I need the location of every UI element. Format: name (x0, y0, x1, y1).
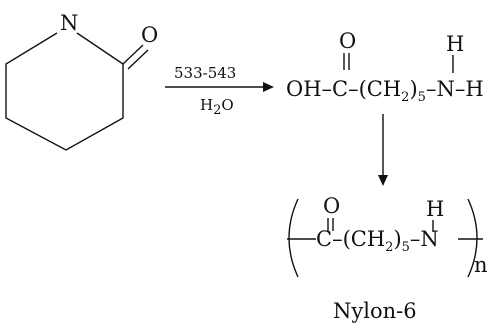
acid-carbonyl-oxygen: O (339, 29, 356, 53)
carbonyl-bond-2 (127, 49, 149, 70)
nylon-6-structure: O H C–(CH2)5–N n Nylon-6 (287, 194, 488, 323)
ring-nitrogen-label: N (60, 11, 78, 35)
ring-bonds (5, 32, 124, 151)
left-parenthesis (288, 198, 299, 278)
nylon-amide-hydrogen: H (426, 197, 444, 221)
condition-temperature: 533-543 (174, 64, 236, 82)
reaction-arrow-group: 533-543 H2O (165, 64, 274, 118)
polymerization-arrow-head (378, 175, 388, 186)
n-c-bond (76, 32, 124, 65)
amine-hydrogen-top: H (446, 32, 464, 56)
repeat-count-subscript: n (474, 253, 488, 277)
nylon-repeat-formula: C–(CH2)5–N (316, 227, 439, 255)
right-parenthesis (467, 198, 478, 278)
carbonyl-oxygen-label: O (141, 23, 158, 47)
condition-reagent: H2O (200, 96, 234, 118)
caprolactam-structure: N O (5, 11, 158, 151)
aminocaproic-acid-formula: OH–C–(CH2)5–N–H (286, 77, 484, 105)
carbonyl-bond-1 (122, 44, 144, 65)
reaction-arrow-head (263, 82, 274, 92)
nylon-carbonyl-oxygen: O (323, 194, 340, 218)
polymer-name-label: Nylon-6 (333, 299, 417, 323)
aminocaproic-acid-structure: O H OH–C–(CH2)5–N–H (286, 29, 484, 105)
polymerization-arrow-group (378, 114, 388, 186)
